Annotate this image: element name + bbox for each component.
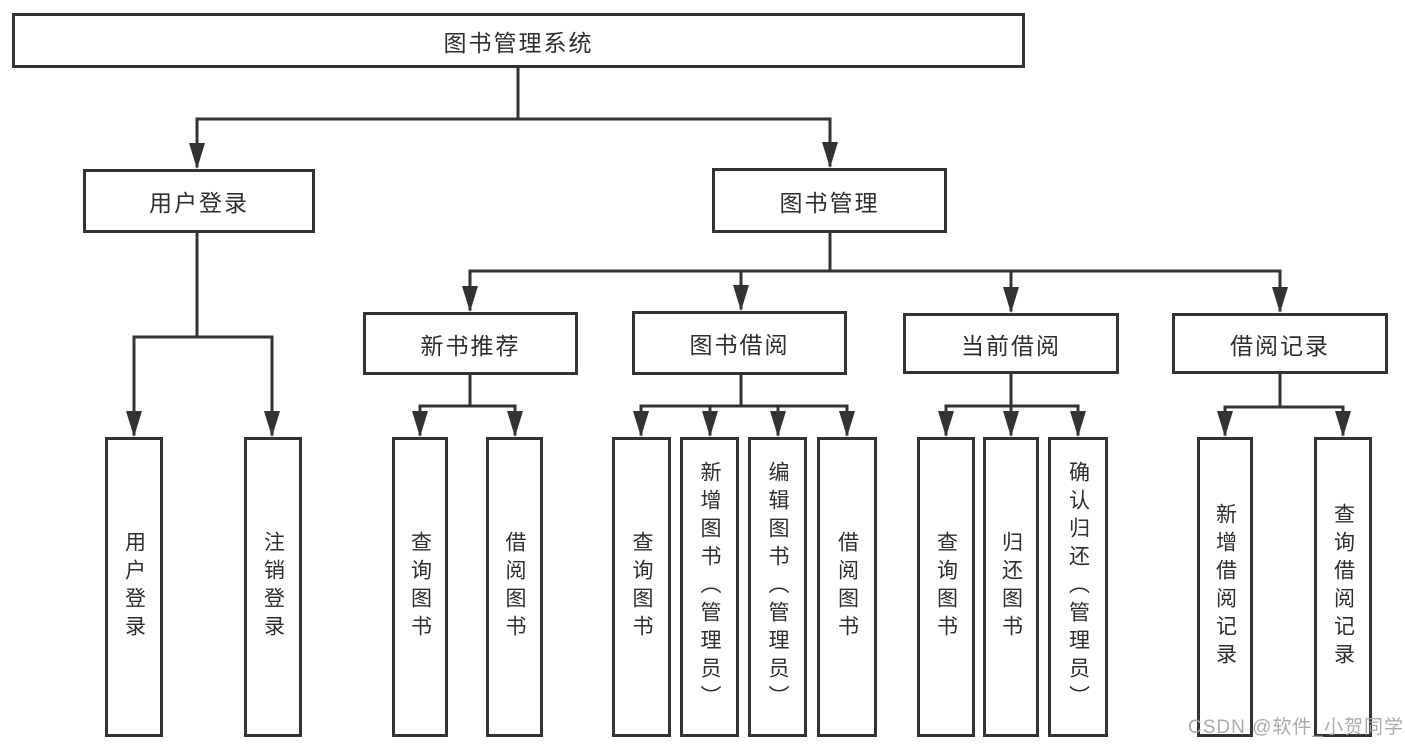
leaf-records-query-borrow-record: 查询借阅记录 xyxy=(1314,437,1372,737)
leaf-logout: 注销登录 xyxy=(244,437,302,737)
leaf-records-add-borrow-record: 新增借阅记录 xyxy=(1197,437,1253,737)
node-book-borrowing: 图书借阅 xyxy=(632,311,847,375)
leaf-newbook-borrow-books: 借阅图书 xyxy=(486,437,543,737)
node-borrowing-records: 借阅记录 xyxy=(1172,313,1388,374)
leaf-borrowing-add-books-admin: 新增图书（管理员） xyxy=(680,437,739,737)
csdn-watermark: CSDN @软件_小贺同学 xyxy=(1188,717,1404,738)
leaf-current-query-books: 查询图书 xyxy=(917,437,975,737)
node-user-login: 用户登录 xyxy=(83,169,315,233)
leaf-user-login: 用户登录 xyxy=(105,437,163,737)
leaf-newbook-query-books: 查询图书 xyxy=(392,437,448,737)
leaf-borrowing-edit-books-admin: 编辑图书（管理员） xyxy=(748,437,807,737)
node-root-library-system: 图书管理系统 xyxy=(12,13,1025,68)
node-book-management: 图书管理 xyxy=(712,168,947,233)
leaf-borrowing-query-books: 查询图书 xyxy=(612,437,671,737)
leaf-current-confirm-return-admin: 确认归还（管理员） xyxy=(1048,437,1108,737)
leaf-borrowing-borrow-books: 借阅图书 xyxy=(817,437,877,737)
leaf-current-return-books: 归还图书 xyxy=(983,437,1039,737)
node-current-borrowing: 当前借阅 xyxy=(903,313,1119,374)
node-new-book-recommendation: 新书推荐 xyxy=(363,312,578,375)
